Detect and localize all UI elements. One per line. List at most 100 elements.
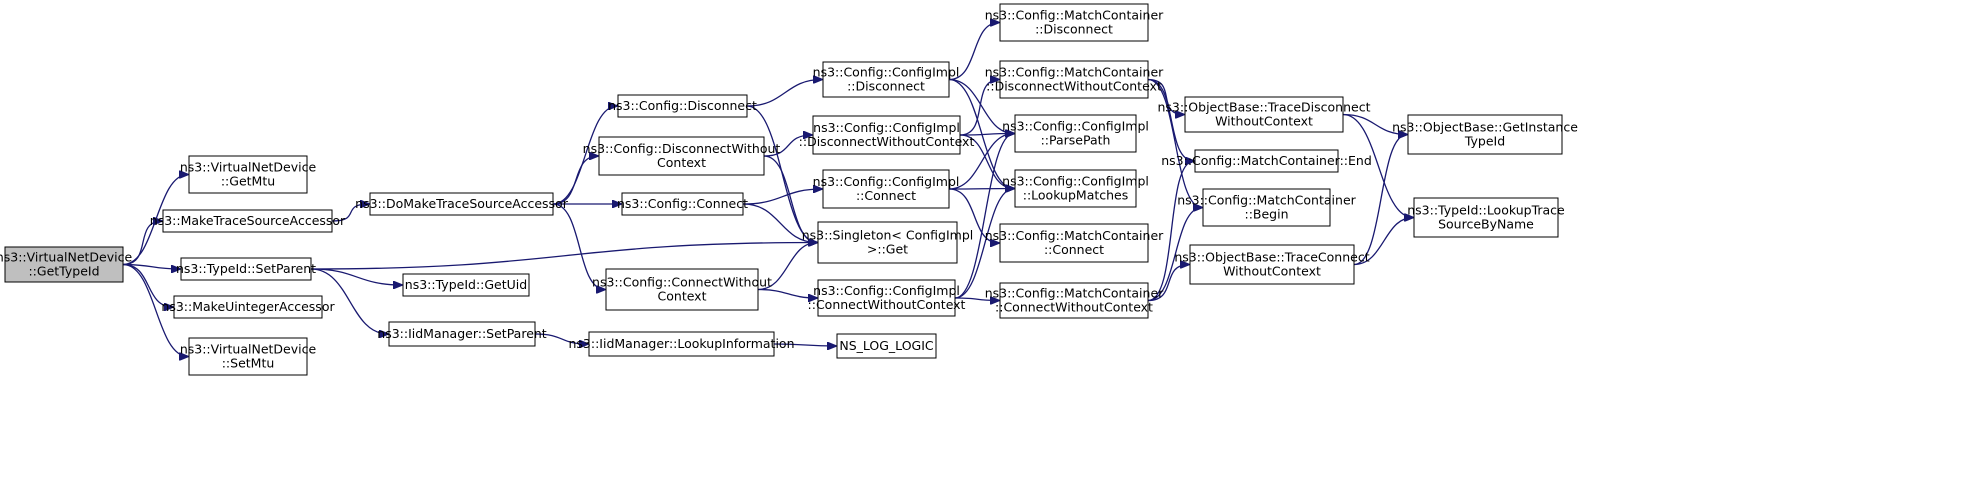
node-iidsetparent[interactable]: ns3::IidManager::SetParent [377, 321, 547, 347]
node-getuid[interactable]: ns3::TypeId::GetUid [402, 273, 530, 297]
function-nodes: ns3::VirtualNetDevice::GetTypeIdns3::Vir… [0, 3, 1578, 376]
node-cfgdiscwo[interactable]: ns3::Config::DisconnectWithoutContext [583, 136, 781, 176]
node-setparent[interactable]: ns3::TypeId::SetParent [176, 257, 316, 281]
node-box-obTraceDisc[interactable] [1184, 96, 1344, 133]
node-box-lookuptrace[interactable] [1413, 197, 1559, 238]
edge-implConnWo-to-mcConnWo [954, 298, 999, 301]
edge-iidsetparent-to-lookupinfo [534, 333, 588, 344]
node-implDisc[interactable]: ns3::Config::ConfigImpl::Disconnect [813, 61, 960, 98]
node-parsepath[interactable]: ns3::Config::ConfigImpl::ParsePath [1002, 114, 1149, 153]
node-mcConnWo[interactable]: ns3::Config::MatchContainer::ConnectWith… [985, 282, 1164, 319]
node-box-cfgconnwo[interactable] [605, 268, 759, 311]
node-box-lookupmatches[interactable] [1014, 169, 1137, 208]
edge-mcConnWo-to-obTraceConn [1147, 265, 1189, 302]
node-label-cfgconnwo-line-1: Context [658, 289, 707, 304]
node-box-mktsa[interactable] [162, 209, 333, 233]
node-mcEnd[interactable]: ns3::Config::MatchContainer::End [1161, 149, 1372, 173]
node-box-mcConn[interactable] [999, 223, 1149, 263]
node-box-mcDiscWo[interactable] [999, 60, 1149, 99]
node-label-getinst-line-0: ns3::ObjectBase::GetInstance [1392, 120, 1578, 135]
edge-implDisc-to-mcDisc [948, 23, 999, 81]
node-mkuint[interactable]: ns3::MakeUintegerAccessor [161, 295, 335, 319]
node-box-implConn[interactable] [822, 169, 950, 209]
node-box-implDiscWo[interactable] [812, 115, 961, 155]
node-nslog[interactable]: NS_LOG_LOGIC [836, 333, 937, 359]
node-box-mcEnd[interactable] [1194, 149, 1339, 173]
node-cfgconn[interactable]: ns3::Config::Connect [617, 192, 748, 216]
node-box-cfgdisc[interactable] [617, 94, 748, 118]
node-label-getmtu-line-0: ns3::VirtualNetDevice [180, 160, 317, 175]
node-label-iidsetparent-line-0: ns3::IidManager::SetParent [377, 326, 547, 341]
edge-setparent-to-singleton [310, 243, 817, 270]
node-domake[interactable]: ns3::DoMakeTraceSourceAccessor [355, 192, 569, 216]
node-box-iidsetparent[interactable] [388, 321, 536, 347]
node-label-mcConnWo-line-0: ns3::Config::MatchContainer [985, 286, 1164, 301]
node-implDiscWo[interactable]: ns3::Config::ConfigImpl::DisconnectWitho… [799, 115, 975, 155]
node-singleton[interactable]: ns3::Singleton< ConfigImpl >::Get [802, 221, 974, 264]
node-label-implConn-line-1: ::Connect [856, 188, 916, 203]
node-box-domake[interactable] [369, 192, 554, 216]
edge-obTraceDisc-to-lookuptrace [1342, 113, 1413, 218]
node-cfgconnwo[interactable]: ns3::Config::ConnectWithoutContext [592, 268, 772, 311]
node-box-mcDisc[interactable] [999, 3, 1149, 42]
node-label-implConnWo-line-0: ns3::Config::ConfigImpl [813, 283, 960, 298]
node-box-getmtu[interactable] [188, 155, 308, 194]
node-obTraceConn[interactable]: ns3::ObjectBase::TraceConnectWithoutCont… [1174, 244, 1370, 285]
node-box-lookupinfo[interactable] [588, 331, 775, 357]
edge-cfgconnwo-to-singleton [757, 243, 817, 291]
node-box-getinst[interactable] [1407, 114, 1563, 155]
node-label-obTraceDisc-line-0: ns3::ObjectBase::TraceDisconnect [1158, 100, 1371, 115]
node-mcBegin[interactable]: ns3::Config::MatchContainer::Begin [1177, 188, 1357, 227]
node-lookupinfo[interactable]: ns3::IidManager::LookupInformation [568, 331, 795, 357]
node-label-cfgdiscwo-line-1: Context [657, 155, 706, 170]
node-label-lookupmatches-line-0: ns3::Config::ConfigImpl [1002, 174, 1149, 189]
node-box-parsepath[interactable] [1014, 114, 1137, 153]
node-box-mcBegin[interactable] [1202, 188, 1331, 227]
edge-implConnWo-to-parsepath [954, 134, 1014, 299]
node-root[interactable]: ns3::VirtualNetDevice::GetTypeId [0, 246, 132, 283]
node-obTraceDisc[interactable]: ns3::ObjectBase::TraceDisconnectWithoutC… [1158, 96, 1371, 133]
node-label-cfgdisc-line-0: ns3::Config::Disconnect [608, 98, 757, 113]
node-lookupmatches[interactable]: ns3::Config::ConfigImpl::LookupMatches [1002, 169, 1149, 208]
node-label-lookupinfo-line-0: ns3::IidManager::LookupInformation [568, 336, 794, 351]
node-mcDisc[interactable]: ns3::Config::MatchContainer::Disconnect [985, 3, 1164, 42]
node-mcConn[interactable]: ns3::Config::MatchContainer::Connect [985, 223, 1164, 263]
node-box-setmtu[interactable] [188, 337, 308, 376]
node-label-cfgconn-line-0: ns3::Config::Connect [617, 196, 748, 211]
node-label-obTraceConn-line-1: WithoutContext [1223, 264, 1321, 279]
node-label-cfgconnwo-line-0: ns3::Config::ConnectWithout [592, 275, 772, 290]
edge-obTraceConn-to-lookuptrace [1353, 218, 1413, 266]
node-box-obTraceConn[interactable] [1189, 244, 1355, 285]
edge-implConn-to-parsepath [948, 134, 1014, 190]
node-box-implDisc[interactable] [822, 61, 950, 98]
node-label-implDiscWo-line-1: ::DisconnectWithoutContext [799, 134, 975, 149]
node-box-cfgconn[interactable] [621, 192, 744, 216]
node-box-cfgdiscwo[interactable] [598, 136, 765, 176]
node-box-root[interactable] [4, 246, 124, 283]
node-getmtu[interactable]: ns3::VirtualNetDevice::GetMtu [180, 155, 317, 194]
node-label-lookuptrace-line-1: SourceByName [1438, 217, 1534, 232]
node-implConnWo[interactable]: ns3::Config::ConfigImpl::ConnectWithoutC… [808, 279, 966, 317]
node-box-mkuint[interactable] [173, 295, 323, 319]
node-box-nslog[interactable] [836, 333, 937, 359]
node-box-singleton[interactable] [817, 221, 958, 264]
node-mcDiscWo[interactable]: ns3::Config::MatchContainer::DisconnectW… [985, 60, 1164, 99]
node-box-implConnWo[interactable] [817, 279, 956, 317]
node-label-getmtu-line-1: ::GetMtu [221, 174, 275, 189]
edge-cfgdiscwo-to-implDiscWo [763, 135, 812, 157]
node-box-setparent[interactable] [180, 257, 312, 281]
edge-cfgdisc-to-implDisc [746, 80, 822, 107]
node-label-cfgdiscwo-line-0: ns3::Config::DisconnectWithout [583, 141, 781, 156]
node-label-lookupmatches-line-1: ::LookupMatches [1023, 188, 1129, 203]
node-mktsa[interactable]: ns3::MakeTraceSourceAccessor [150, 209, 346, 233]
edge-lookupinfo-to-nslog [773, 344, 836, 346]
node-cfgdisc[interactable]: ns3::Config::Disconnect [608, 94, 757, 118]
node-box-getuid[interactable] [402, 273, 530, 297]
edge-mcConnWo-to-mcEnd [1147, 161, 1194, 302]
node-box-mcConnWo[interactable] [999, 282, 1149, 319]
node-label-mcDisc-line-0: ns3::Config::MatchContainer [985, 8, 1164, 23]
node-setmtu[interactable]: ns3::VirtualNetDevice::SetMtu [180, 337, 317, 376]
node-implConn[interactable]: ns3::Config::ConfigImpl::Connect [813, 169, 960, 209]
